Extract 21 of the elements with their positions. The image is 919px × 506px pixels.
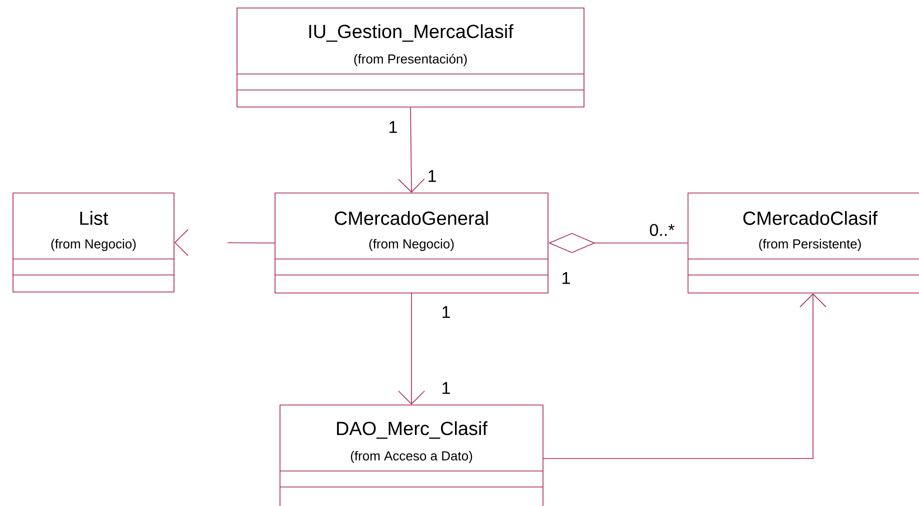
class-name: CMercadoGeneral [334,211,488,225]
association-arrow [398,293,425,405]
association-arrow [398,107,425,193]
class-box [688,192,919,294]
package-note: (from Negocio) [51,238,136,252]
package-note: (from Persistente) [759,238,861,252]
class-box [12,192,174,292]
class-name: CMercadoClasif [743,211,878,225]
class-box [280,404,544,506]
class-box [236,8,584,108]
package-note: (from Presentación) [354,54,467,66]
multiplicity: 1 [390,121,397,133]
package-note: (from Acceso a Dato) [350,450,472,464]
class-name: List [80,211,108,225]
class-box [274,192,548,294]
dependency-arrow [174,229,275,256]
package-note: (from Negocio) [369,238,454,252]
class-name: DAO_Merc_Clasif [337,421,488,439]
multiplicity: 0..* [650,224,674,236]
class-name: IU_Gestion_MercaClasif [309,24,514,42]
association-arrow [543,293,826,459]
